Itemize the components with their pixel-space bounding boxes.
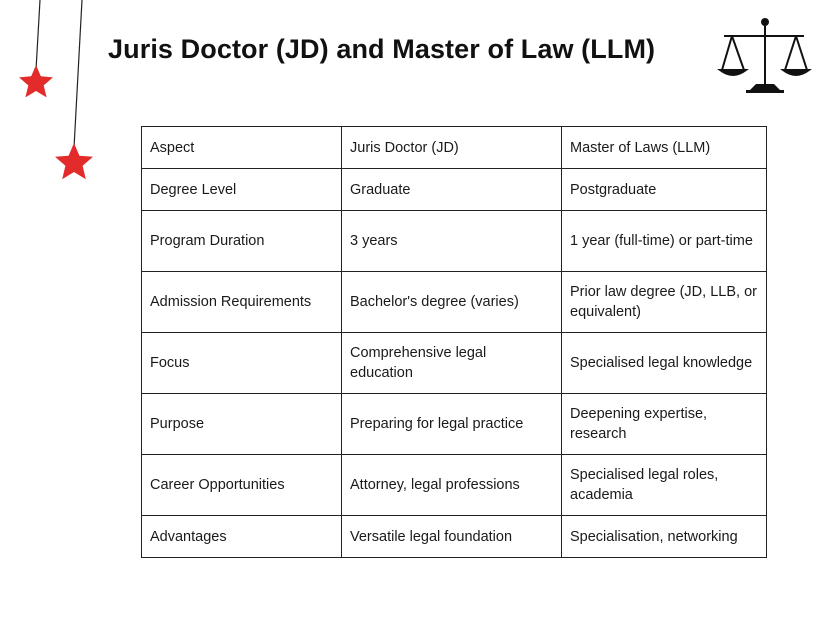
comparison-table: Aspect Juris Doctor (JD) Master of Laws … [141,126,767,558]
row-llm-cell: Specialised legal roles, academia [561,454,767,516]
header-cell-llm: Master of Laws (LLM) [561,126,767,169]
header-cell-aspect: Aspect [141,126,342,169]
table-row: Admission Requirements Bachelor's degree… [141,271,767,333]
row-llm-cell: Prior law degree (JD, LLB, or equivalent… [561,271,767,333]
row-jd-cell: Preparing for legal practice [341,393,562,455]
row-aspect-cell: Career Opportunities [141,454,342,516]
row-aspect-cell: Purpose [141,393,342,455]
row-llm-cell: Deepening expertise, research [561,393,767,455]
table-row: Advantages Versatile legal foundation Sp… [141,515,767,558]
star-string [35,0,41,71]
table-row: Career Opportunities Attorney, legal pro… [141,454,767,516]
row-llm-cell: Specialised legal knowledge [561,332,767,394]
row-llm-cell: Postgraduate [561,168,767,211]
row-aspect-cell: Degree Level [141,168,342,211]
row-jd-cell: Bachelor's degree (varies) [341,271,562,333]
row-aspect-cell: Admission Requirements [141,271,342,333]
star-string [73,0,83,149]
comparison-table-container: Aspect Juris Doctor (JD) Master of Laws … [141,126,767,558]
table-row: Degree Level Graduate Postgraduate [141,168,767,211]
row-llm-cell: Specialisation, networking [561,515,767,558]
row-jd-cell: Versatile legal foundation [341,515,562,558]
scales-of-justice-icon [717,18,812,93]
table-row: Program Duration 3 years 1 year (full-ti… [141,210,767,272]
hanging-star-icon [55,143,93,180]
row-aspect-cell: Advantages [141,515,342,558]
row-llm-cell: 1 year (full-time) or part-time [561,210,767,272]
row-aspect-cell: Program Duration [141,210,342,272]
header-cell-jd: Juris Doctor (JD) [341,126,562,169]
hanging-stars-decoration [19,0,93,180]
table-row: Focus Comprehensive legal education Spec… [141,332,767,394]
row-jd-cell: Attorney, legal professions [341,454,562,516]
hanging-star-icon [19,65,53,98]
table-header-row: Aspect Juris Doctor (JD) Master of Laws … [141,126,767,169]
row-jd-cell: Graduate [341,168,562,211]
table-row: Purpose Preparing for legal practice Dee… [141,393,767,455]
page-title: Juris Doctor (JD) and Master of Law (LLM… [108,34,656,64]
row-jd-cell: Comprehensive legal education [341,332,562,394]
row-aspect-cell: Focus [141,332,342,394]
row-jd-cell: 3 years [341,210,562,272]
